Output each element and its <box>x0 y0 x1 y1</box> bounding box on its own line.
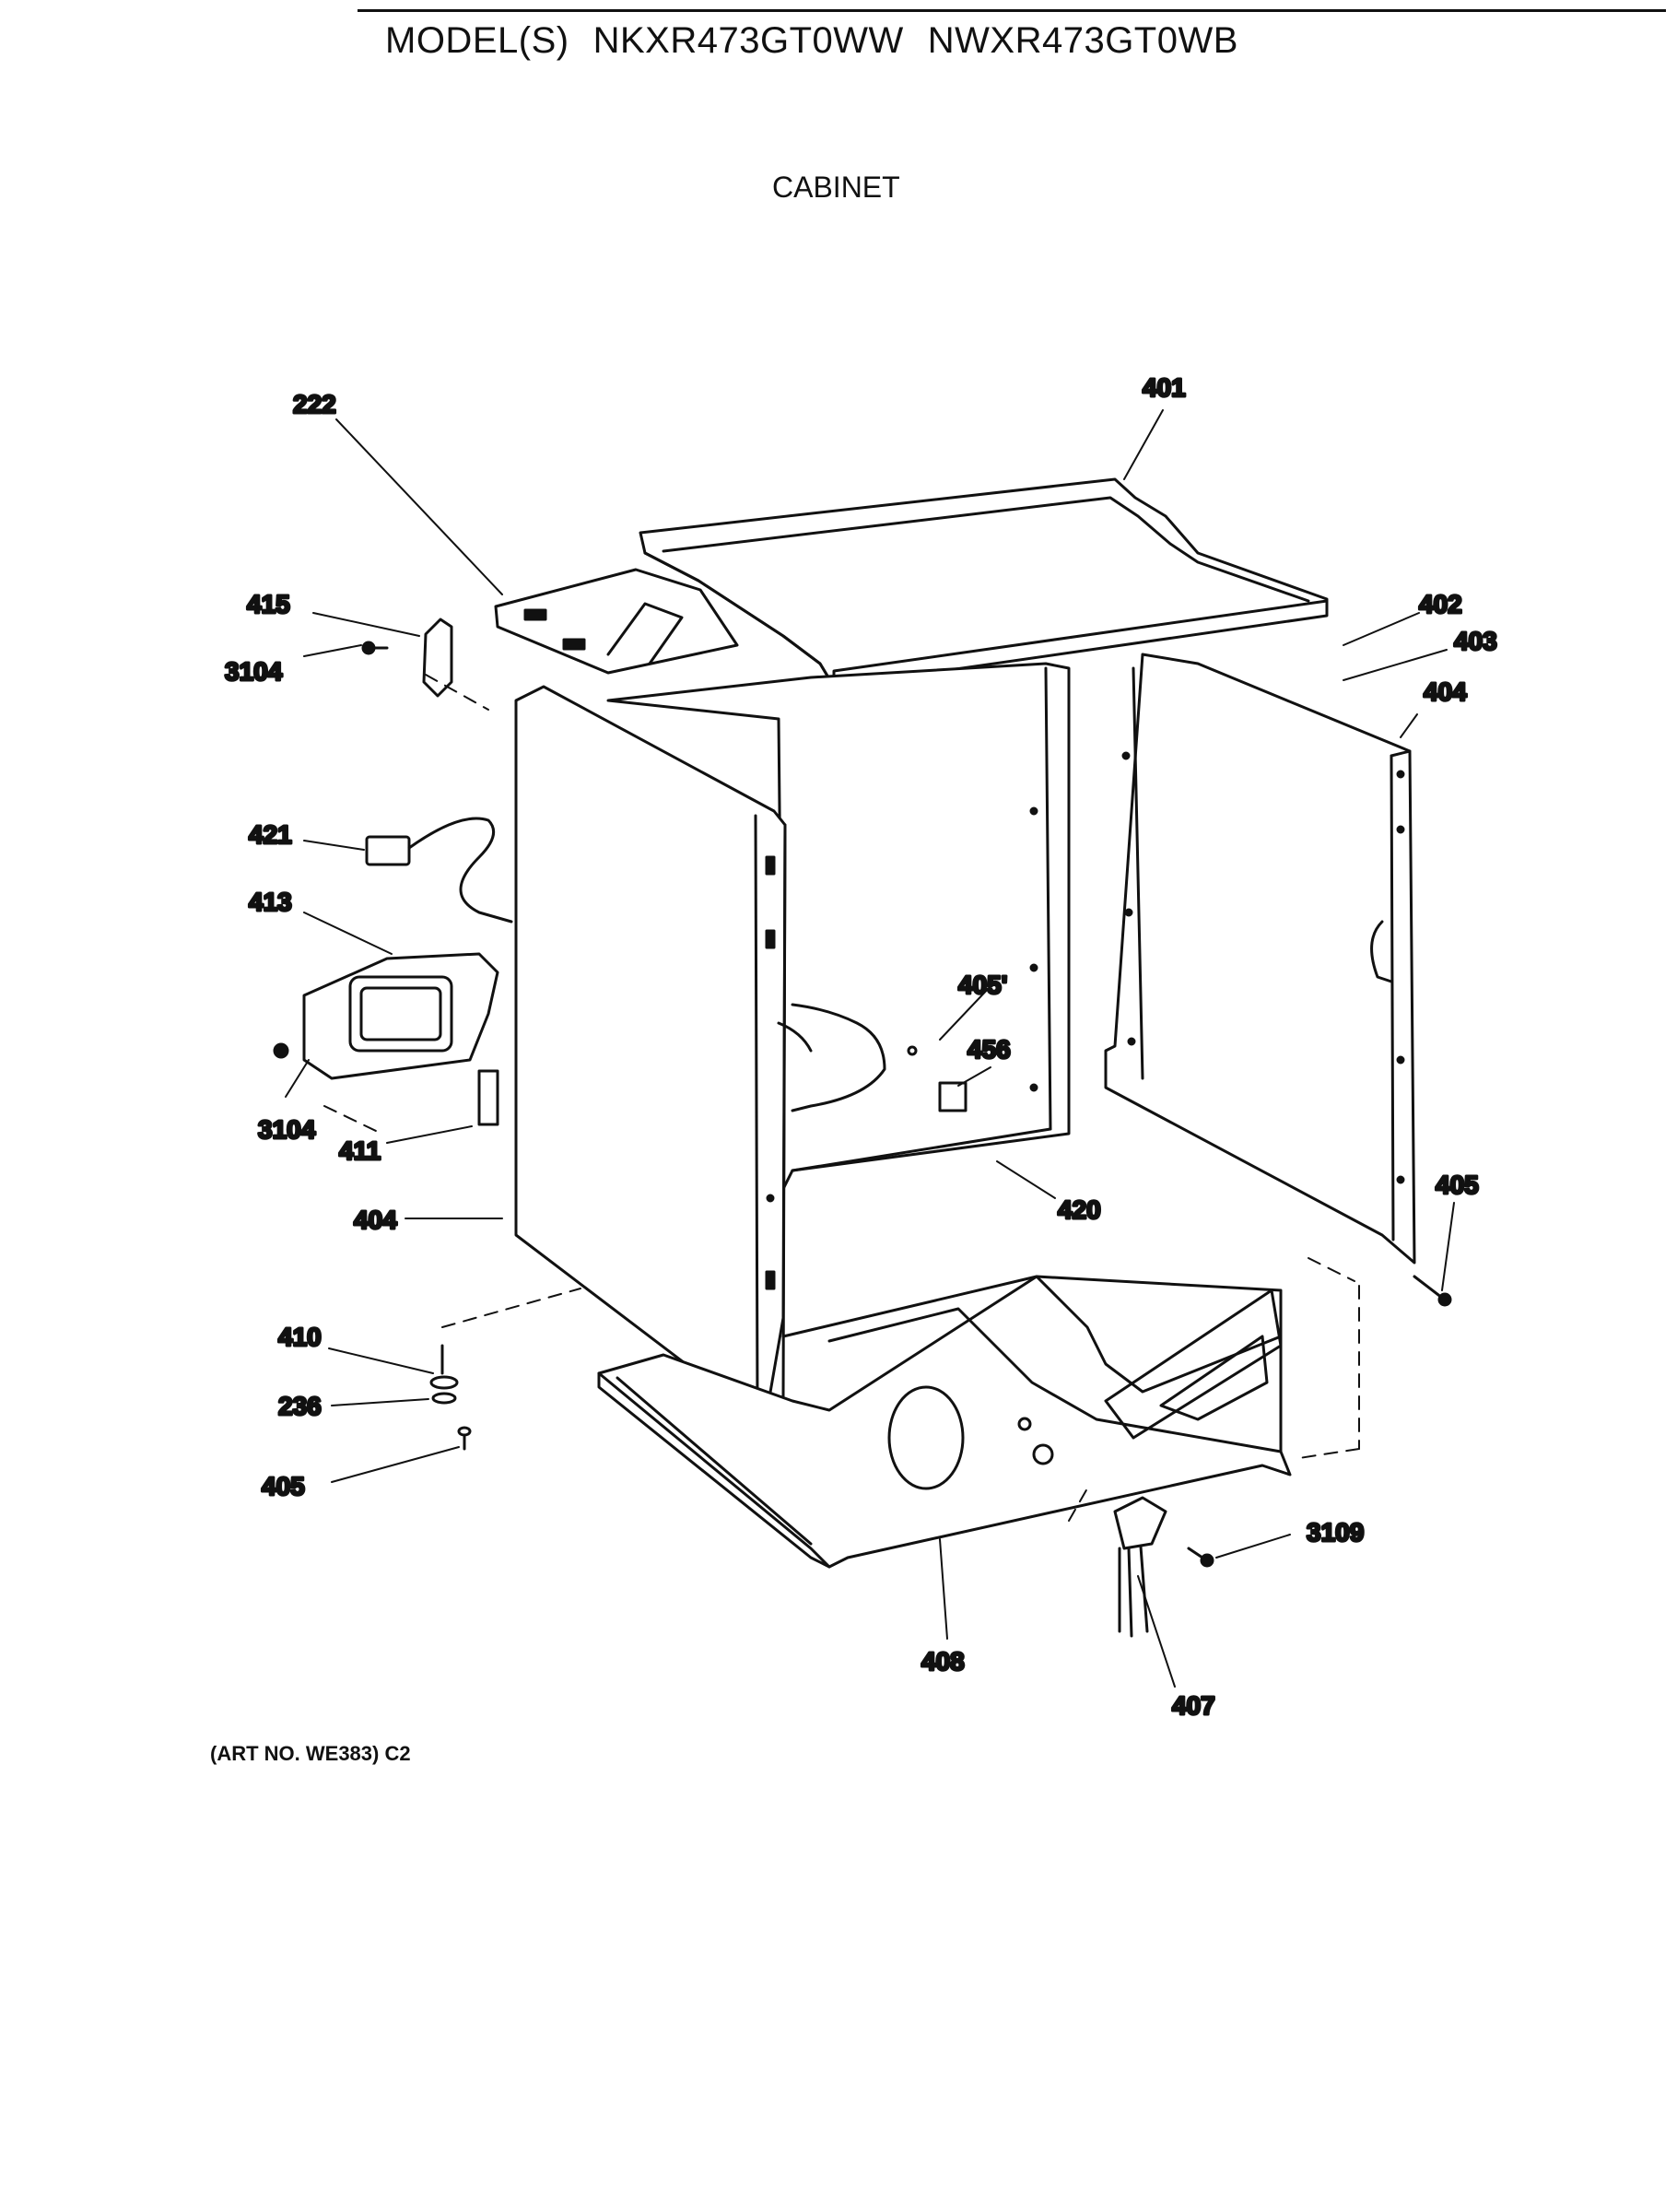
right-screw <box>1413 1275 1452 1307</box>
model-numbers: MODEL(S) NKXR473GT0WW NWXR473GT0WB <box>385 20 1262 62</box>
callout-410: 410 <box>278 1323 322 1351</box>
motor-switch-harness <box>1113 1496 1214 1638</box>
callout-421: 421 <box>249 820 292 849</box>
header-rule <box>358 9 1666 12</box>
callout-411: 411 <box>339 1136 381 1165</box>
callout-407: 407 <box>1172 1691 1215 1720</box>
left-side-panel <box>514 685 813 1426</box>
callout-402: 402 <box>1419 590 1462 618</box>
callout-408: 408 <box>921 1647 965 1676</box>
rear-top-bracket <box>494 568 739 675</box>
callout-413: 413 <box>249 888 292 916</box>
callout-405: 405 <box>1436 1171 1479 1199</box>
callout-236: 236 <box>278 1392 322 1420</box>
callout-404: 404 <box>1424 677 1467 706</box>
leveling-leg <box>429 1344 472 1451</box>
callout-3104: 3104 <box>225 657 283 686</box>
callout-420: 420 <box>1058 1195 1101 1224</box>
callout-405-prime: 405' <box>958 971 1007 999</box>
rear-panel <box>606 662 1071 1191</box>
small-parts <box>477 1045 968 1126</box>
right-side-panel <box>1104 653 1416 1265</box>
callout-222: 222 <box>293 390 336 418</box>
callout-401: 401 <box>1143 373 1186 402</box>
model-number: NKXR473GT0WW <box>592 20 904 61</box>
callout-3109: 3109 <box>1307 1518 1364 1547</box>
callout-3104: 3104 <box>258 1115 316 1144</box>
callout-labels: 222 401 415 3104 402 403 404 421 413 405… <box>224 372 1499 1722</box>
callout-403: 403 <box>1454 627 1497 655</box>
model-number: NWXR473GT0WB <box>927 20 1238 61</box>
access-cover <box>273 952 499 1080</box>
callout-456: 456 <box>968 1035 1011 1064</box>
assembly-lines <box>323 674 1360 1522</box>
section-title: CABINET <box>772 171 900 204</box>
power-cord <box>365 817 513 924</box>
callout-404: 404 <box>354 1206 397 1234</box>
models-label: MODEL(S) <box>385 20 569 61</box>
art-number: (ART NO. WE383) C2 <box>210 1742 411 1765</box>
callout-405: 405 <box>262 1472 305 1500</box>
callout-415: 415 <box>247 590 290 618</box>
leader-lines <box>285 409 1455 1688</box>
small-cover <box>361 618 453 698</box>
top-panel <box>639 477 1329 688</box>
base-frame <box>597 1275 1292 1569</box>
